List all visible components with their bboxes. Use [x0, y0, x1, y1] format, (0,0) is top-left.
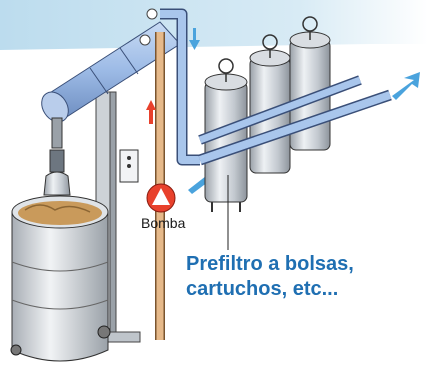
pump-icon — [146, 183, 176, 213]
flow-arrow-up — [146, 100, 156, 124]
bag-filter-element — [43, 117, 71, 196]
flow-arrow-in — [188, 176, 208, 194]
blue-outlet-pipe — [160, 8, 200, 166]
pressure-gauge-icon — [139, 34, 151, 46]
control-box — [119, 149, 139, 183]
product-drum — [10, 195, 111, 362]
pressure-gauge-icon — [146, 8, 158, 20]
prefilter-caption-line-1: Prefiltro a bolsas, — [186, 253, 354, 275]
flow-arrow-out — [392, 72, 420, 100]
pump-label: Bomba — [141, 215, 186, 231]
prefilter-caption-line-2: cartuchos, etc... — [186, 278, 339, 300]
upper-filter-housing — [41, 8, 181, 123]
valve-handwheel-icon — [218, 58, 234, 74]
drum-contents — [18, 201, 102, 225]
flow-arrow-down — [189, 28, 200, 50]
bag-filter-vessels — [198, 16, 392, 212]
header-banner — [0, 0, 428, 50]
prefilter-caption: Prefiltro a bolsas, cartuchos, etc... — [186, 252, 354, 302]
